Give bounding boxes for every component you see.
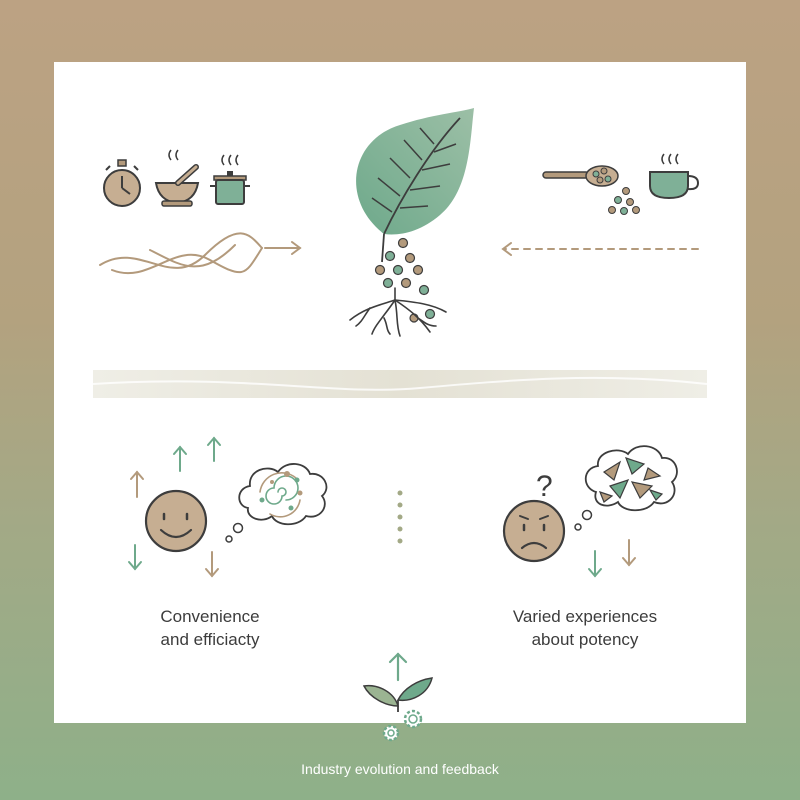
caption-convenience: Convenience and efficiacty (120, 605, 300, 651)
tea-cup-icon (649, 153, 700, 200)
thought-bubble-shards-icon (574, 445, 678, 531)
caption-left-line2: and efficiacty (160, 630, 260, 649)
question-mark: ? (536, 470, 553, 503)
down-arrows-right (588, 539, 636, 578)
spoon-of-seeds-icon (542, 165, 640, 215)
caption-varied-experiences: Varied experiences about potency (470, 605, 700, 651)
section-divider (92, 370, 708, 398)
flow-wave-arrow (99, 232, 302, 275)
leaf-icon (356, 108, 474, 263)
happy-face-icon (144, 489, 208, 553)
dashed-arrow-left (501, 242, 699, 256)
worried-face-icon (502, 499, 566, 563)
caption-left-line1: Convenience (160, 607, 260, 626)
center-dots (397, 490, 403, 544)
seeds-cluster (374, 237, 436, 323)
roots-icon (349, 287, 447, 337)
mortar-pestle-icon (154, 149, 200, 207)
sprout-gears-icon (362, 652, 433, 742)
fluctuation-arrows-left (128, 436, 221, 578)
thought-bubble-icon (225, 463, 328, 543)
cooking-pot-icon (210, 154, 250, 205)
caption-right-line1: Varied experiences (512, 607, 658, 626)
footer-label: Industry evolution and feedback (301, 761, 499, 777)
stopwatch-icon (103, 159, 141, 207)
caption-right-line2: about potency (531, 630, 639, 649)
